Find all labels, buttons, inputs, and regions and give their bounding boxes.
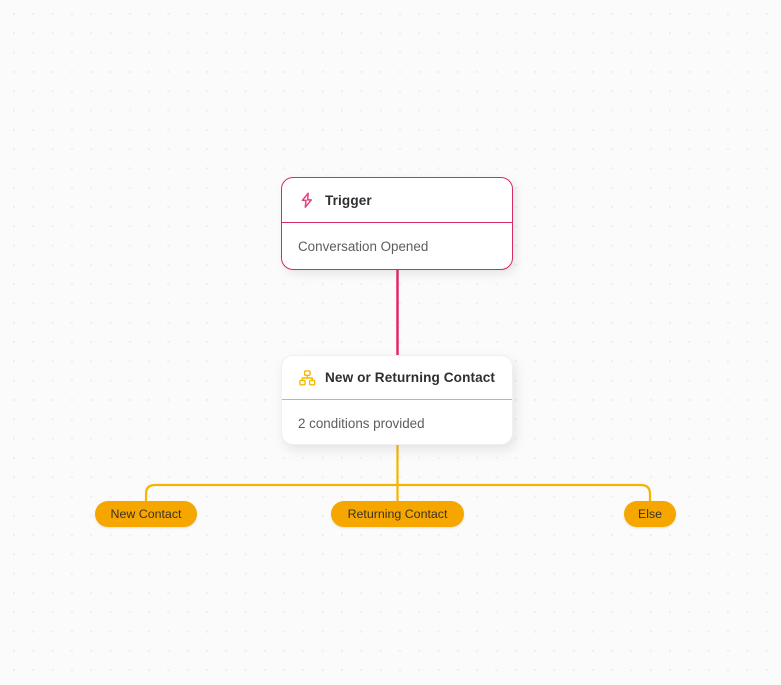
node-condition-header: New or Returning Contact	[282, 356, 512, 400]
branch-pill-else-label: Else	[637, 507, 663, 521]
branch-pill-new-contact[interactable]: New Contact	[95, 501, 197, 527]
hierarchy-icon	[298, 369, 316, 387]
node-condition-body: 2 conditions provided	[282, 400, 512, 446]
node-condition-body-text: 2 conditions provided	[298, 415, 425, 431]
node-trigger-body-text: Conversation Opened	[298, 238, 429, 254]
branch-pill-returning-contact-label: Returning Contact	[347, 507, 448, 521]
lightning-bolt-icon	[298, 191, 316, 209]
node-trigger-header: Trigger	[282, 178, 512, 223]
node-condition[interactable]: New or Returning Contact 2 conditions pr…	[281, 355, 513, 445]
node-condition-title: New or Returning Contact	[325, 370, 496, 385]
branch-pill-returning-contact[interactable]: Returning Contact	[331, 501, 464, 527]
branch-pill-new-contact-label: New Contact	[110, 507, 182, 521]
branch-pill-else[interactable]: Else	[624, 501, 676, 527]
node-trigger-body: Conversation Opened	[282, 223, 512, 269]
node-trigger[interactable]: Trigger Conversation Opened	[281, 177, 513, 270]
node-trigger-title: Trigger	[325, 192, 372, 208]
